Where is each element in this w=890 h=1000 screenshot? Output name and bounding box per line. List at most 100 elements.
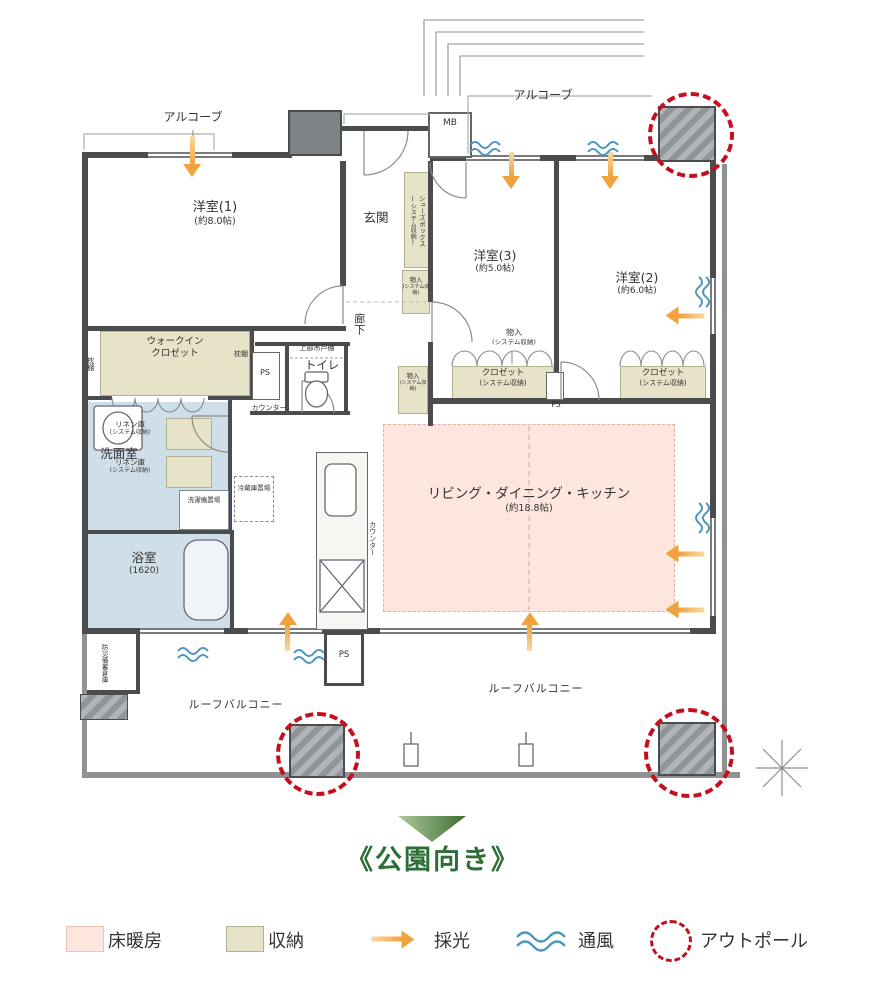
linen-label: リネン庫 (システム収納) xyxy=(109,420,151,437)
wall xyxy=(230,534,234,630)
washer-space-box xyxy=(179,490,229,530)
wall xyxy=(82,152,88,634)
legend-ventilation-icon xyxy=(514,930,572,956)
room2-label: 洋室(2) (約6.0帖) xyxy=(615,270,659,296)
storage-room3-label: 物入 (システム収納) xyxy=(492,328,536,346)
daylight-arrow-icon xyxy=(665,600,705,619)
ventilation-icon xyxy=(689,275,711,311)
wall xyxy=(710,161,716,634)
linen-area-2 xyxy=(166,456,212,488)
balcony-wall xyxy=(82,772,740,778)
legend-daylight-label: 採光 xyxy=(434,931,470,951)
balcony-drain-icon xyxy=(518,743,534,767)
window xyxy=(710,518,716,616)
direction-arrow-icon xyxy=(398,816,466,842)
balcony-wall xyxy=(722,164,727,778)
ventilation-icon xyxy=(586,140,622,162)
compass-icon xyxy=(756,740,808,796)
storage-entrance-label: 物入 (システム収納) xyxy=(402,276,430,297)
pipe-space-label: PS xyxy=(338,650,350,660)
walk-in-closet-label: ウォークイン クロゼット xyxy=(146,336,204,359)
alcove-label: アルコーブ xyxy=(163,110,223,124)
roof-balcony-label: ルーフバルコニー xyxy=(488,682,584,695)
legend-storage-swatch xyxy=(226,926,264,952)
closet-label: クロゼット (システム収納) xyxy=(479,368,527,387)
direction-label: 《公園向き》 xyxy=(346,845,520,875)
wall xyxy=(208,396,254,400)
fridge-space-box xyxy=(234,476,274,522)
hallway-label: 廊下 xyxy=(352,313,366,335)
roof-balcony-label: ルーフバルコニー xyxy=(188,698,284,711)
outpole-circle-icon xyxy=(644,708,734,798)
wall xyxy=(430,155,716,161)
daylight-arrow-icon xyxy=(183,136,201,177)
bathroom-label: 浴室 (1620) xyxy=(129,550,159,576)
legend-daylight-icon xyxy=(371,930,415,949)
stepped-parapet-lines xyxy=(423,19,644,96)
wall xyxy=(84,690,140,694)
balcony-drain-icon xyxy=(403,743,419,767)
outpole-circle-icon xyxy=(648,92,734,178)
floor-heating-area xyxy=(383,424,675,612)
legend-floor-heating-swatch xyxy=(66,926,104,952)
wall xyxy=(428,342,433,426)
wall xyxy=(554,161,559,404)
window xyxy=(380,628,690,634)
legend-storage-label: 収納 xyxy=(268,931,304,951)
disaster-storage-label: 防災備蓄倉庫 xyxy=(100,643,109,683)
window xyxy=(140,628,224,634)
pillar-block xyxy=(288,110,342,156)
legend-outpole-icon xyxy=(650,920,692,962)
wall xyxy=(228,400,232,532)
shoebox-label: (システム収納) シューズボックス xyxy=(409,195,426,247)
wall xyxy=(432,398,716,404)
wall xyxy=(136,628,140,694)
shelf-label: 枕棚 xyxy=(234,350,248,358)
alcove-outlines xyxy=(83,95,652,154)
closet-label: クロゼット (システム収納) xyxy=(639,368,687,387)
storage-hall-area xyxy=(398,366,428,414)
toilet-tank-icon xyxy=(304,371,329,383)
linen-label: リネン庫 (システム収納) xyxy=(109,458,151,475)
linen-area-1 xyxy=(166,418,212,450)
ventilation-icon xyxy=(176,646,212,668)
daylight-arrow-icon xyxy=(521,612,539,651)
legend-floor-heating-label: 床暖房 xyxy=(108,931,162,951)
wall xyxy=(82,326,346,331)
pipe-space-box xyxy=(324,632,364,686)
kitchen-counter xyxy=(316,452,368,630)
pipe-space-label: PS xyxy=(551,400,561,409)
shelf-label: 枕棚 xyxy=(86,357,95,371)
pipe-space-label: PS xyxy=(260,368,270,377)
room1-label: 洋室(1) (約8.0帖) xyxy=(192,200,238,228)
daylight-arrow-icon xyxy=(279,612,297,651)
daylight-arrow-icon xyxy=(502,152,520,189)
toilet-label: トイレ xyxy=(304,358,340,372)
counter-label: カウンター xyxy=(251,404,287,412)
daylight-arrow-icon xyxy=(601,152,619,189)
upper-cabinet-label: 上部吊戸棚 xyxy=(299,344,335,352)
ventilation-icon xyxy=(292,648,328,670)
wall xyxy=(250,411,350,415)
wall xyxy=(340,161,346,286)
corner-block xyxy=(80,694,128,720)
bathroom-area xyxy=(86,534,230,628)
wall xyxy=(344,342,348,415)
washer-space-label: 洗濯機置場 xyxy=(187,496,221,504)
wall xyxy=(342,126,432,131)
legend-outpole-label: アウトポール xyxy=(700,931,808,951)
closet-room3-area xyxy=(452,366,554,400)
washroom-label: 洗面室 xyxy=(100,446,138,461)
wall xyxy=(82,530,234,534)
ldk-label: リビング・ダイニング・キッチン (約18.8帖) xyxy=(427,486,631,514)
meter-box-label: MB xyxy=(443,118,457,128)
ventilation-icon xyxy=(689,501,711,537)
window xyxy=(710,278,716,334)
wall xyxy=(285,342,289,415)
outpole-circle-icon xyxy=(276,712,360,796)
legend-ventilation-label: 通風 xyxy=(578,931,614,951)
counter-label: カウンター xyxy=(368,520,377,556)
storage-hall-label: 物入 (システム収納) xyxy=(399,372,427,393)
toilet-bowl-icon xyxy=(304,380,329,408)
